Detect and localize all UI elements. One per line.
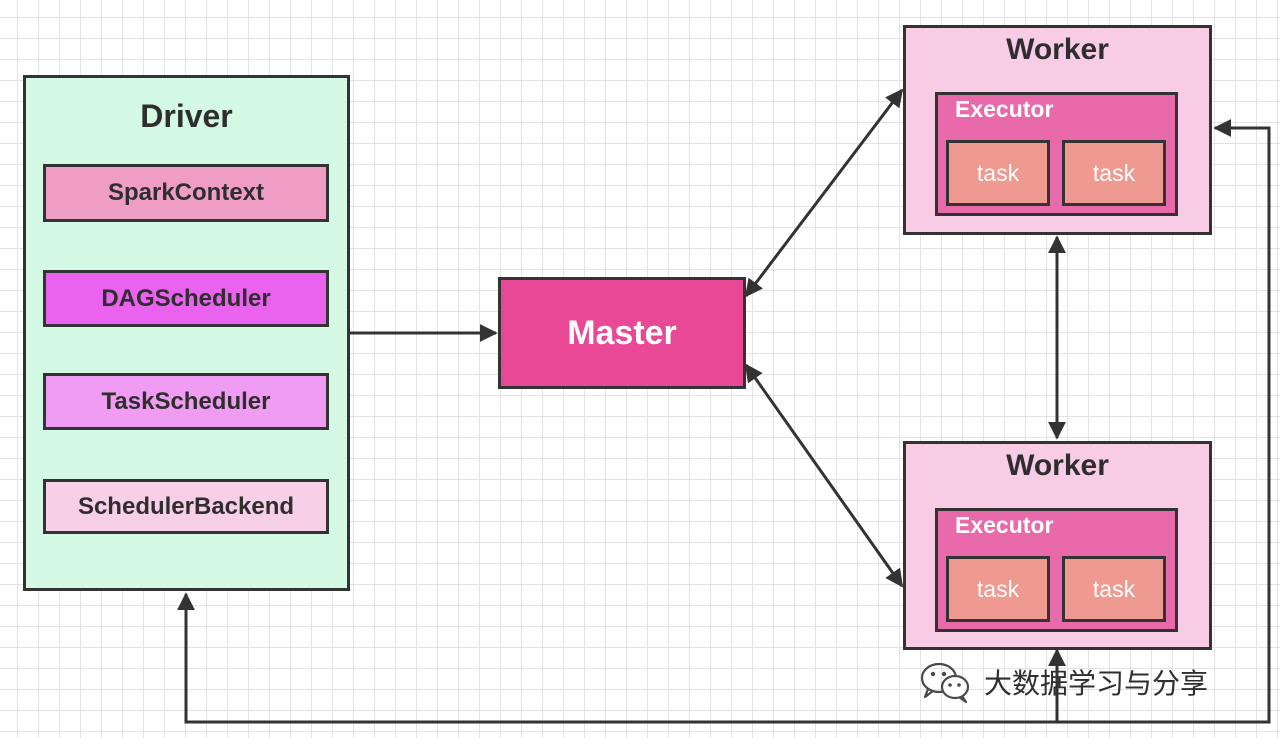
worker-bottom-title: Worker <box>1006 449 1109 482</box>
master-node: Master <box>498 277 746 389</box>
task-scheduler-node: TaskScheduler <box>43 373 329 430</box>
scheduler-backend-node: SchedulerBackend <box>43 479 329 534</box>
watermark: 大数据学习与分享 <box>918 660 1208 704</box>
wechat-icon <box>920 662 970 704</box>
executor-top-label: Executor <box>955 96 1054 122</box>
arrow-loop-to-worker-top <box>1057 119 1271 724</box>
watermark-text: 大数据学习与分享 <box>984 667 1209 700</box>
task-bottom-2: task <box>1062 556 1166 622</box>
arrow-master-worker-top <box>744 88 904 298</box>
task-top-2: task <box>1062 140 1166 206</box>
task-bottom-1: task <box>946 556 1050 622</box>
driver-title: Driver <box>140 98 233 134</box>
worker-top-title: Worker <box>1006 33 1109 66</box>
spark-context-node: SparkContext <box>43 164 329 222</box>
executor-bottom-label: Executor <box>955 512 1054 538</box>
arrow-master-worker-bottom <box>744 363 904 588</box>
task-top-1: task <box>946 140 1050 206</box>
arrow-feedback-loop <box>177 592 1066 724</box>
dag-scheduler-node: DAGScheduler <box>43 270 329 327</box>
master-title: Master <box>567 313 677 352</box>
